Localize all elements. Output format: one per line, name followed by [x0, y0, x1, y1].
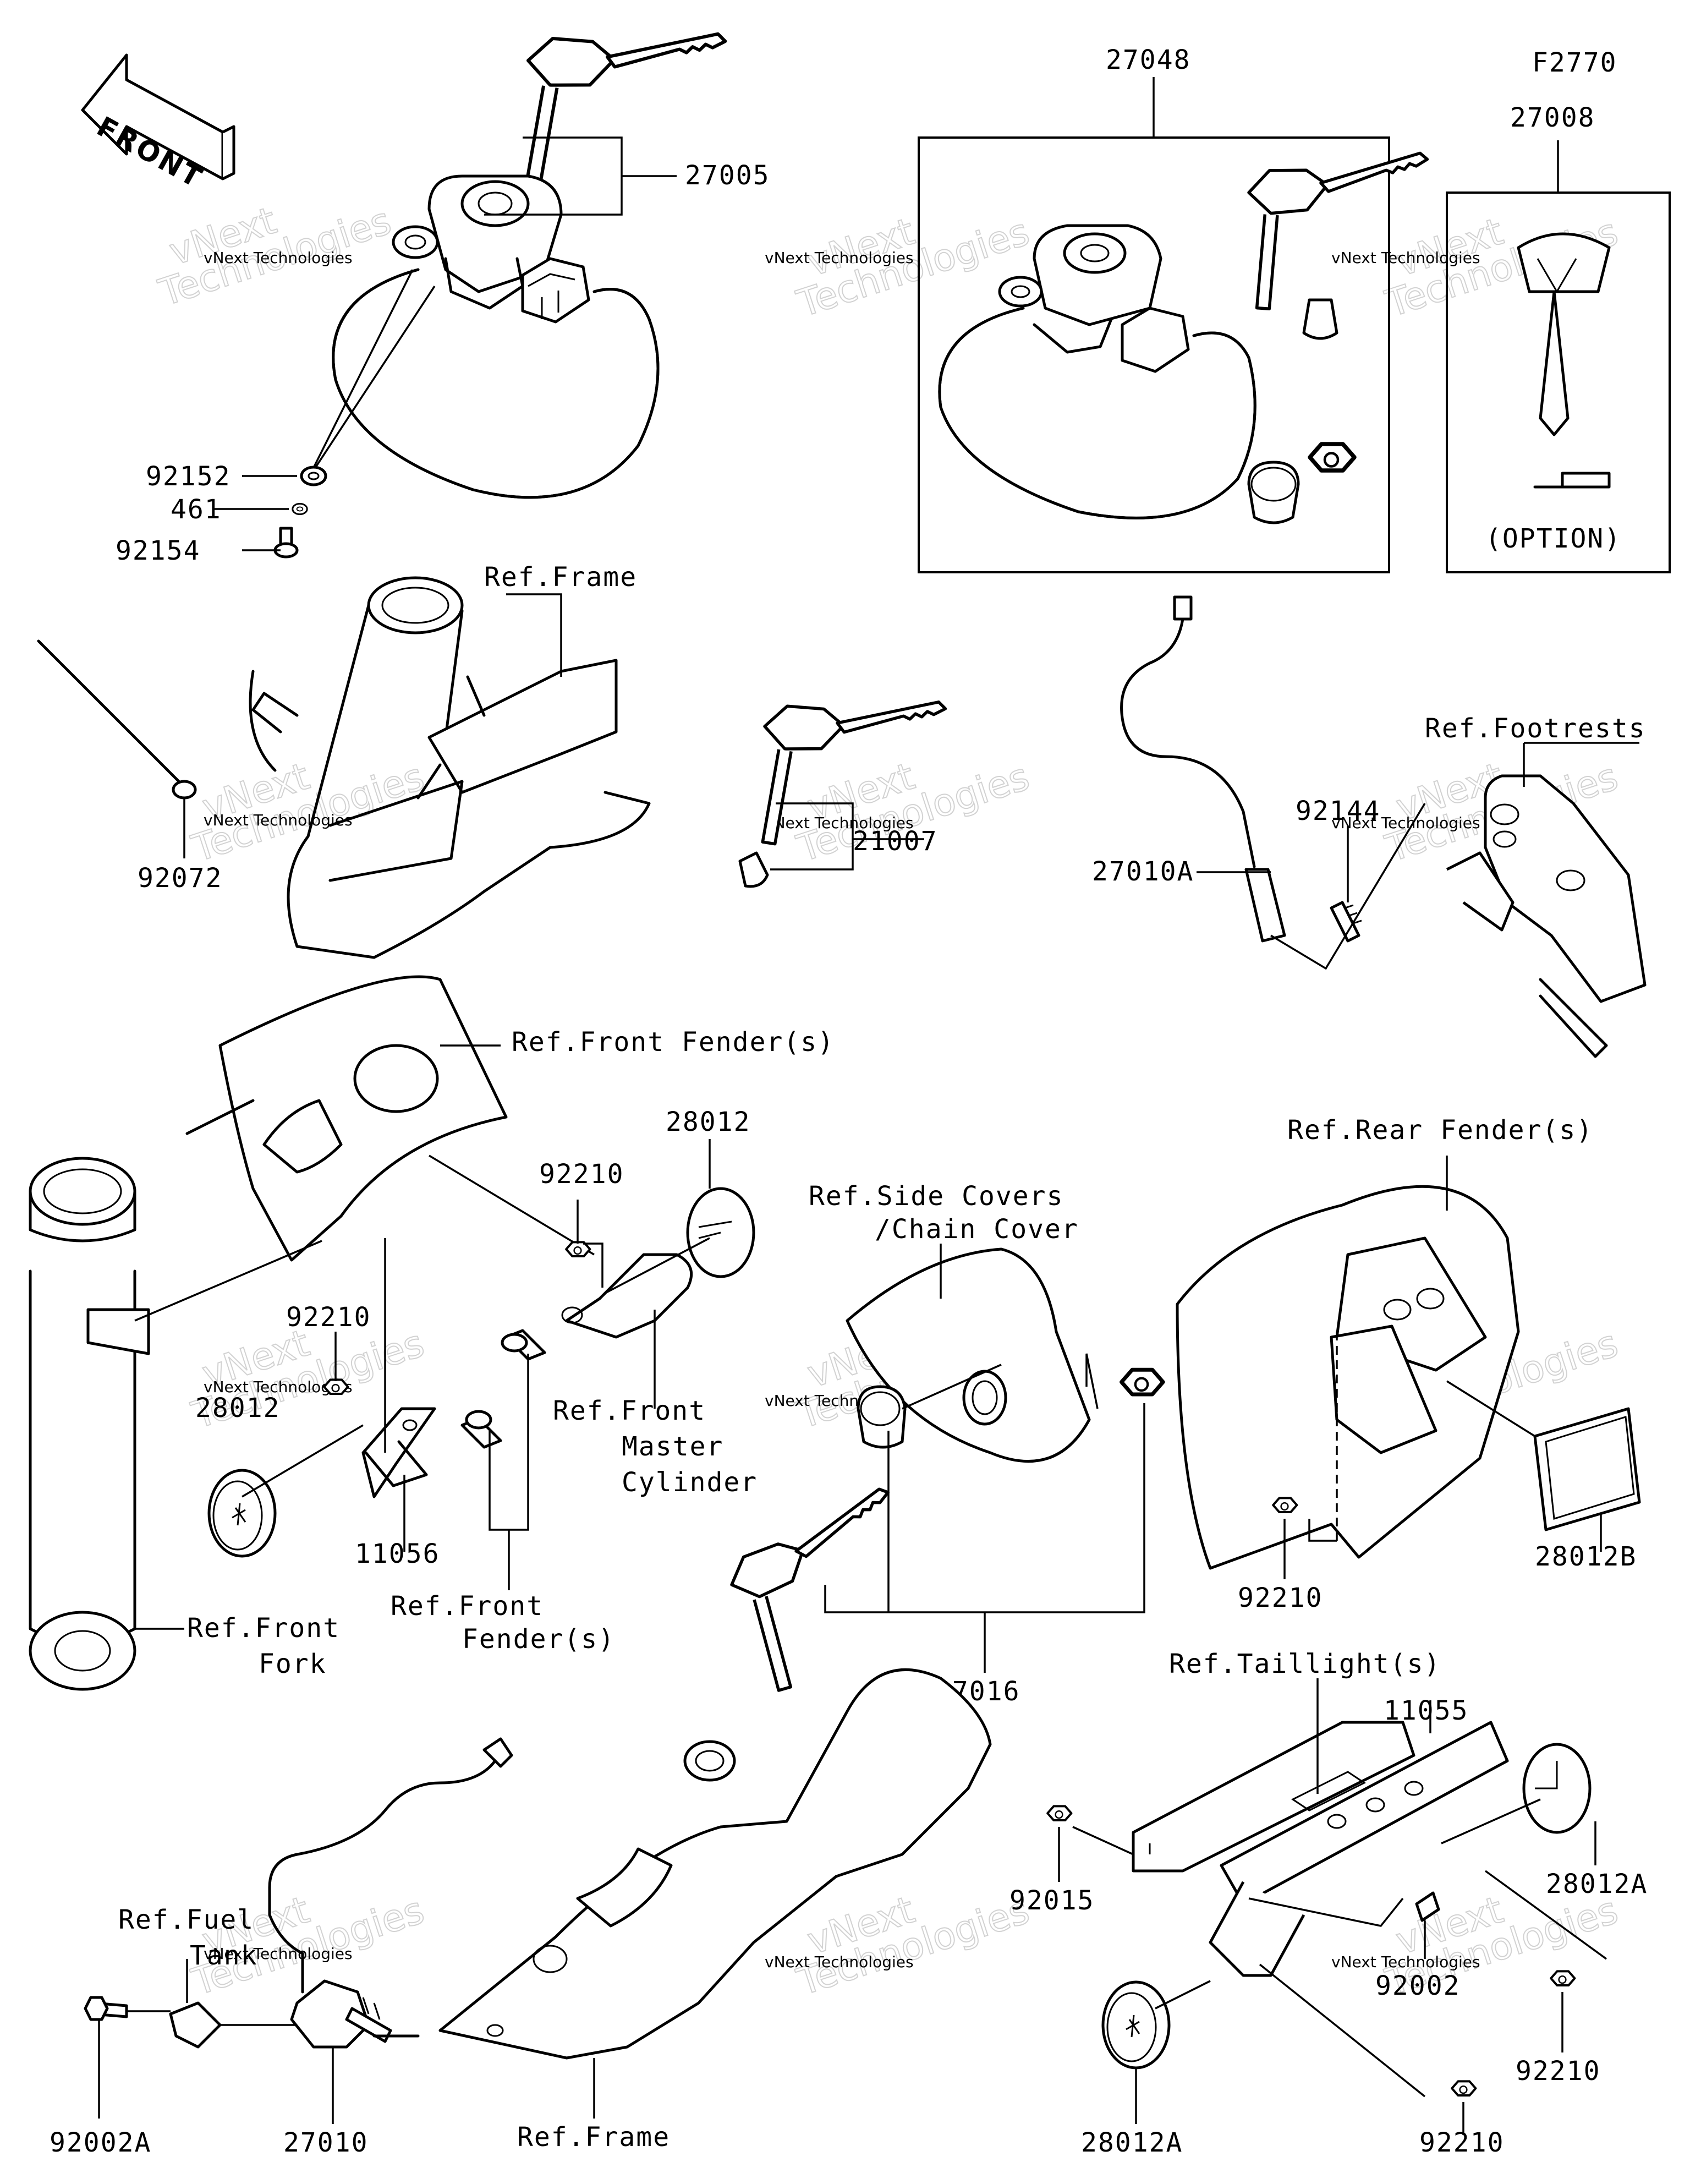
part-27010A: 27010A — [1092, 856, 1194, 887]
bolt-front-fender-2 — [501, 1329, 546, 1361]
ignition-switch-kit — [938, 143, 1448, 524]
blank-key-icon — [1517, 232, 1611, 489]
frame-head-top — [249, 576, 651, 959]
part-92152: 92152 — [146, 461, 231, 492]
taillight-bracket-11055 — [1132, 1721, 1509, 1977]
bolt-front-fender-1 — [460, 1410, 502, 1449]
ref-frame-top: Ref.Frame — [484, 562, 637, 593]
part-461: 461 — [171, 494, 222, 525]
screw-92002 — [1415, 1891, 1440, 1922]
part-92144: 92144 — [1296, 796, 1381, 826]
part-28012-left: 28012 — [195, 1393, 281, 1424]
ref-front-fork-2: Fork — [259, 1649, 327, 1679]
part-11055: 11055 — [1384, 1695, 1469, 1726]
reflector-28012B — [1533, 1407, 1641, 1531]
svg-text:vNext Technologies: vNext Technologies — [1331, 1953, 1480, 1971]
ref-fuel-tank-1: Ref.Fuel — [118, 1904, 254, 1935]
nut-92210-e — [1452, 2081, 1475, 2095]
part-11056: 11056 — [355, 1539, 440, 1569]
part-27048: 27048 — [1106, 45, 1191, 75]
ref-side-covers-1: Ref.Side Covers — [809, 1181, 1063, 1212]
ref-footrests: Ref.Footrests — [1425, 713, 1646, 744]
svg-text:vNext Technologies: vNext Technologies — [765, 814, 914, 832]
nut-92210-b — [324, 1380, 348, 1394]
part-28012A-right: 28012A — [1546, 1869, 1648, 1900]
lock-cylinder-27016 — [857, 1385, 907, 1449]
part-92210-d: 92210 — [1516, 2056, 1601, 2087]
key-27016-icon — [712, 1478, 948, 1693]
part-28012A-bottom: 28012A — [1081, 2127, 1183, 2158]
watermark-small: vNext Technologies — [204, 249, 353, 267]
part-92015: 92015 — [1009, 1885, 1095, 1916]
cable-tie-92072 — [37, 639, 197, 800]
fuel-tank-clip — [169, 2001, 222, 2049]
part-92210-c: 92210 — [1238, 1583, 1323, 1613]
part-92072: 92072 — [138, 863, 223, 894]
ignition-switch-27005 — [332, 24, 737, 499]
svg-text:vNext Technologies: vNext Technologies — [765, 1953, 914, 1971]
part-92154: 92154 — [116, 535, 201, 566]
washer-461 — [292, 502, 308, 516]
diagram-id: F2770 — [1532, 47, 1617, 78]
ref-fuel-tank-2: Tank — [190, 1940, 258, 1971]
washer-92152 — [301, 467, 326, 485]
nut-92210-c — [1273, 1498, 1297, 1512]
side-cover — [846, 1247, 1091, 1463]
part-27008: 27008 — [1510, 102, 1595, 133]
svg-text:vNext Technologies: vNext Technologies — [1331, 249, 1480, 267]
reflector-28012-top — [686, 1187, 755, 1278]
nut-27016 — [1122, 1370, 1164, 1394]
svg-text:vNext Technologies: vNext Technologies — [765, 249, 914, 267]
part-92002A: 92002A — [50, 2127, 151, 2158]
ref-front-master-2: Master — [622, 1431, 723, 1462]
front-fender — [185, 975, 508, 1262]
screw-92154 — [273, 527, 299, 559]
ref-front-master-3: Cylinder — [622, 1467, 758, 1498]
part-92210-e: 92210 — [1419, 2127, 1505, 2158]
ref-front-fender2-2: Fender(s) — [462, 1624, 615, 1655]
front-fork — [29, 1157, 150, 1691]
ref-front-fork-1: Ref.Front — [187, 1613, 340, 1644]
reflector-28012A-right — [1522, 1743, 1592, 1834]
part-27005: 27005 — [685, 160, 770, 191]
part-28012-top: 28012 — [666, 1107, 751, 1137]
nut-92015 — [1047, 1806, 1071, 1820]
rear-fender — [1176, 1185, 1520, 1570]
part-92210-a: 92210 — [539, 1159, 624, 1190]
part-92002: 92002 — [1375, 1970, 1461, 2001]
part-92210-b: 92210 — [286, 1302, 371, 1333]
ref-frame-bottom: Ref.Frame — [517, 2122, 670, 2153]
svg-text:vNext Technologies: vNext Technologies — [204, 1945, 353, 1963]
ref-taillight: Ref.Taillight(s) — [1169, 1649, 1441, 1679]
ref-front-fender2-1: Ref.Front — [391, 1591, 544, 1622]
part-27010: 27010 — [283, 2127, 369, 2158]
svg-text:vNext Technologies: vNext Technologies — [1331, 814, 1480, 832]
svg-text:vNext Technologies: vNext Technologies — [204, 811, 353, 829]
part-28012B: 28012B — [1535, 1541, 1637, 1572]
front-arrow-icon: FRONT — [81, 53, 235, 195]
sensor-27010A — [1120, 595, 1362, 943]
footrests-bracket — [1446, 774, 1647, 1058]
reflector-28012A-bottom — [1103, 1982, 1169, 2068]
nut-92210-d — [1551, 1971, 1574, 1985]
ref-rear-fender: Ref.Rear Fender(s) — [1287, 1115, 1593, 1146]
bracket-11056 — [361, 1407, 436, 1498]
option-label: (OPTION) — [1485, 523, 1621, 554]
ref-front-fender: Ref.Front Fender(s) — [512, 1027, 835, 1058]
master-cylinder-bracket — [561, 1253, 693, 1339]
frame-bottom — [372, 1668, 992, 2060]
part-21007: 21007 — [853, 826, 938, 857]
ref-front-master-1: Ref.Front — [553, 1395, 706, 1426]
bolt-92002A — [84, 1996, 128, 2021]
ref-side-covers-2: /Chain Cover — [875, 1214, 1079, 1245]
